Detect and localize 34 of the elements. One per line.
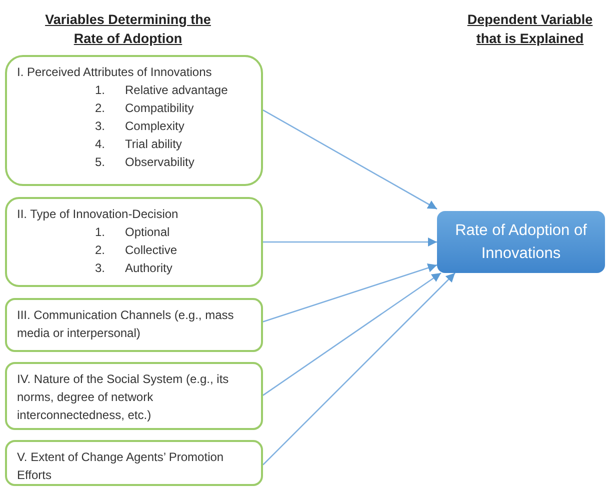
arrow xyxy=(262,272,456,466)
list-item: Compatibility xyxy=(125,100,194,117)
list-number: 2. xyxy=(95,100,106,117)
list-item: Observability xyxy=(125,154,194,171)
variable-box xyxy=(5,197,263,287)
list-number: 4. xyxy=(95,136,106,153)
result-box: Rate of Adoption of Innovations xyxy=(437,211,605,273)
list-item: Relative advantage xyxy=(125,82,228,99)
list-number: 3. xyxy=(95,260,106,277)
list-item: Optional xyxy=(125,224,170,241)
list-item: Authority xyxy=(125,260,172,277)
list-item: Complexity xyxy=(125,118,184,135)
variable-box xyxy=(5,298,263,352)
column-heading: Dependent Variable that is Explained xyxy=(466,11,594,48)
variable-box xyxy=(5,362,263,430)
arrow xyxy=(262,264,438,322)
box-heading: I. Perceived Attributes of Innovations xyxy=(17,64,213,81)
list-item: Collective xyxy=(125,242,178,259)
list-number: 2. xyxy=(95,242,106,259)
column-heading: Variables Determining the Rate of Adoption xyxy=(44,11,212,48)
variable-box xyxy=(5,440,263,486)
box-heading: IV. Nature of the Social System (e.g., its norms, degree of network interconnectedness, etc.) xyxy=(17,371,230,424)
arrow xyxy=(262,109,438,210)
list-item: Trial ability xyxy=(125,136,182,153)
list-number: 5. xyxy=(95,154,106,171)
arrow xyxy=(262,272,442,396)
list-number: 1. xyxy=(95,82,106,99)
box-heading: II. Type of Innovation-Decision xyxy=(17,206,180,223)
list-number: 3. xyxy=(95,118,106,135)
arrow xyxy=(263,237,437,247)
box-heading: V. Extent of Change Agents’ Promotion Efforts xyxy=(17,449,225,484)
box-heading: III. Communication Channels (e.g., mass media or interpersonal) xyxy=(17,307,235,342)
list-number: 1. xyxy=(95,224,106,241)
variable-box xyxy=(5,55,263,186)
